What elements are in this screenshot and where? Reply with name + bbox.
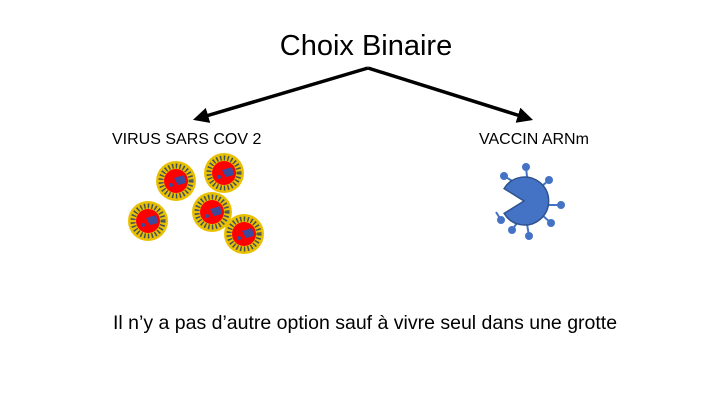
conclusion-text: Il n’y a pas d’autre option sauf à vivre… (113, 311, 617, 335)
